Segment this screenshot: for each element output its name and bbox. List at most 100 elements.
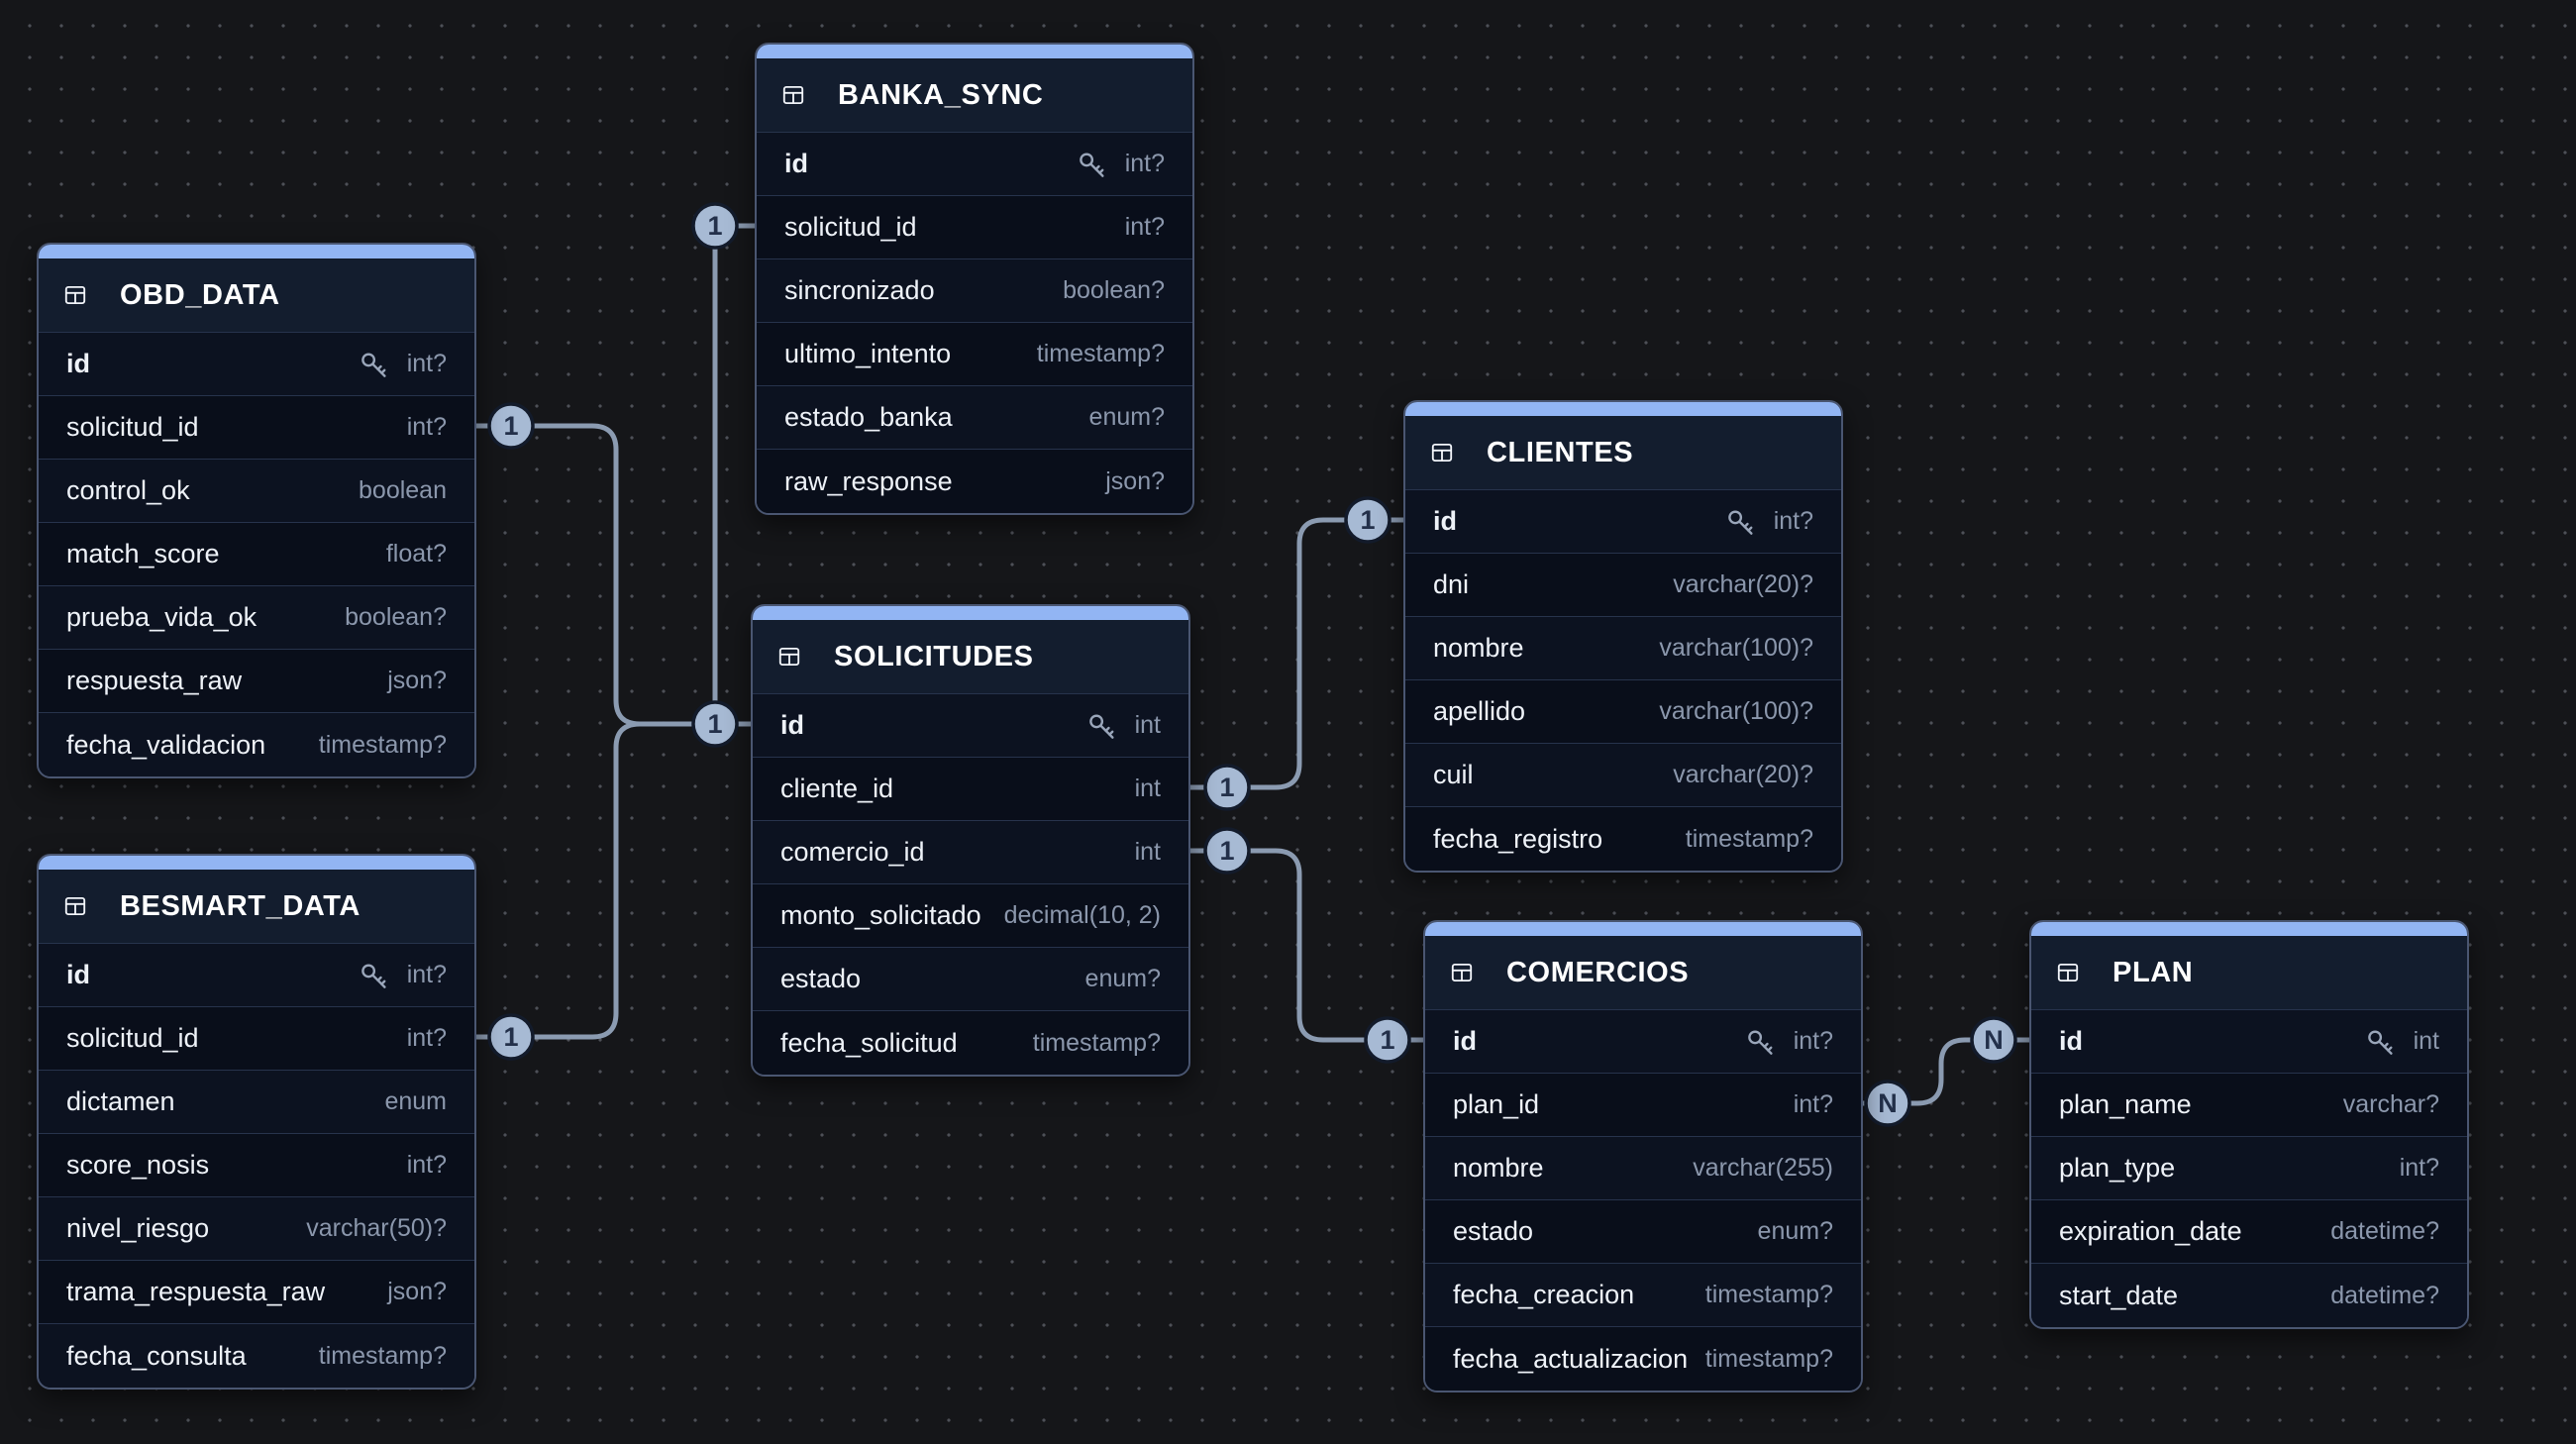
field-name: id — [1453, 1026, 1477, 1056]
table-row[interactable]: fecha_consulta timestamp? — [39, 1324, 474, 1388]
table-plan[interactable]: PLAN id int plan_name varchar? plan_type… — [2029, 920, 2469, 1329]
table-header[interactable]: PLAN — [2031, 936, 2467, 1010]
cardinality-badge[interactable]: 1 — [487, 402, 535, 450]
table-row[interactable]: id int — [2031, 1010, 2467, 1074]
key-icon — [1079, 152, 1104, 177]
table-header[interactable]: BANKA_SYNC — [757, 58, 1192, 133]
table-row[interactable]: trama_respuesta_raw json? — [39, 1261, 474, 1324]
table-row[interactable]: score_nosis int? — [39, 1134, 474, 1197]
table-rows: id int? dni varchar(20)? nombre varchar(… — [1405, 490, 1841, 871]
table-row[interactable]: sincronizado boolean? — [757, 259, 1192, 323]
relationship-solicitudes-clientes[interactable] — [1187, 517, 1406, 790]
table-row[interactable]: solicitud_id int? — [39, 396, 474, 460]
table-row[interactable]: estado_banka enum? — [757, 386, 1192, 450]
relationship-besmart-solicitudes[interactable] — [473, 721, 643, 1040]
table-besmart-data[interactable]: BESMART_DATA id int? solicitud_id int? d… — [37, 854, 476, 1390]
table-header[interactable]: OBD_DATA — [39, 258, 474, 333]
table-row[interactable]: fecha_creacion timestamp? — [1425, 1264, 1861, 1327]
table-row[interactable]: id int? — [1405, 490, 1841, 554]
table-row[interactable]: fecha_actualizacion timestamp? — [1425, 1327, 1861, 1391]
table-row[interactable]: expiration_date datetime? — [2031, 1200, 2467, 1264]
relationship-obd-solicitudes[interactable] — [473, 423, 754, 727]
field-type: boolean? — [345, 603, 447, 631]
table-banka-sync[interactable]: BANKA_SYNC id int? solicitud_id int? sin… — [755, 43, 1194, 515]
table-row[interactable]: solicitud_id int? — [757, 196, 1192, 259]
field-type-group: json? — [1105, 467, 1165, 496]
table-row[interactable]: comercio_id int — [753, 821, 1188, 884]
table-accent-bar — [39, 245, 474, 258]
table-accent-bar — [1425, 922, 1861, 936]
table-row[interactable]: id int? — [39, 944, 474, 1007]
table-row[interactable]: fecha_solicitud timestamp? — [753, 1011, 1188, 1075]
field-type: int? — [406, 1024, 447, 1052]
table-row[interactable]: nombre varchar(255) — [1425, 1137, 1861, 1200]
table-header[interactable]: BESMART_DATA — [39, 870, 474, 944]
table-comercios[interactable]: COMERCIOS id int? plan_id int? nombre va… — [1423, 920, 1863, 1392]
table-row[interactable]: estado enum? — [753, 948, 1188, 1011]
table-row[interactable]: ultimo_intento timestamp? — [757, 323, 1192, 386]
table-row[interactable]: cuil varchar(20)? — [1405, 744, 1841, 807]
table-solicitudes[interactable]: SOLICITUDES id int cliente_id int comerc… — [751, 604, 1190, 1077]
field-type-group: int — [1135, 774, 1161, 803]
table-row[interactable]: raw_response json? — [757, 450, 1192, 513]
field-type-group: timestamp? — [319, 1342, 447, 1371]
relationship-solicitudes-comercios[interactable] — [1187, 848, 1426, 1043]
cardinality-badge[interactable]: 1 — [1344, 496, 1391, 544]
cardinality-badge[interactable]: 1 — [1203, 827, 1251, 875]
cardinality-badge[interactable]: 1 — [691, 700, 739, 748]
table-row[interactable]: cliente_id int — [753, 758, 1188, 821]
table-row[interactable]: monto_solicitado decimal(10, 2) — [753, 884, 1188, 948]
field-type-group: timestamp? — [1033, 1029, 1161, 1058]
table-row[interactable]: nombre varchar(100)? — [1405, 617, 1841, 680]
field-type: int? — [1124, 213, 1165, 241]
table-row[interactable]: fecha_registro timestamp? — [1405, 807, 1841, 871]
field-type: varchar(100)? — [1659, 634, 1813, 662]
table-row[interactable]: solicitud_id int? — [39, 1007, 474, 1071]
table-row[interactable]: id int? — [39, 333, 474, 396]
table-row[interactable]: estado enum? — [1425, 1200, 1861, 1264]
table-title: SOLICITUDES — [834, 640, 1034, 672]
table-row[interactable]: fecha_validacion timestamp? — [39, 713, 474, 776]
cardinality-badge[interactable]: 1 — [691, 202, 739, 250]
cardinality-badge[interactable]: N — [1970, 1016, 2017, 1064]
cardinality-badge[interactable]: 1 — [1364, 1016, 1411, 1064]
relationship-comercios-plan[interactable] — [1860, 1037, 2032, 1106]
table-row[interactable]: nivel_riesgo varchar(50)? — [39, 1197, 474, 1261]
field-name: score_nosis — [66, 1150, 210, 1180]
cardinality-label: 1 — [1219, 773, 1234, 802]
cardinality-label: 1 — [1360, 505, 1375, 535]
field-type: int? — [406, 413, 447, 441]
table-row[interactable]: id int — [753, 694, 1188, 758]
field-name: solicitud_id — [66, 412, 199, 442]
table-row[interactable]: plan_name varchar? — [2031, 1074, 2467, 1137]
table-row[interactable]: dictamen enum — [39, 1071, 474, 1134]
table-row[interactable]: id int? — [757, 133, 1192, 196]
table-row[interactable]: prueba_vida_ok boolean? — [39, 586, 474, 650]
cardinality-badge[interactable]: N — [1864, 1080, 1911, 1127]
table-row[interactable]: respuesta_raw json? — [39, 650, 474, 713]
table-title: BANKA_SYNC — [838, 78, 1044, 111]
relationship-banka-solicitudes[interactable] — [712, 223, 758, 727]
table-header[interactable]: COMERCIOS — [1425, 936, 1861, 1010]
cardinality-badge[interactable]: 1 — [1203, 764, 1251, 811]
table-row[interactable]: control_ok boolean — [39, 460, 474, 523]
table-row[interactable]: start_date datetime? — [2031, 1264, 2467, 1327]
table-row[interactable]: plan_id int? — [1425, 1074, 1861, 1137]
table-obd-data[interactable]: OBD_DATA id int? solicitud_id int? contr… — [37, 243, 476, 778]
table-header[interactable]: SOLICITUDES — [753, 620, 1188, 694]
cardinality-label: N — [1878, 1088, 1898, 1118]
field-type-group: timestamp? — [1705, 1281, 1833, 1309]
table-clientes[interactable]: CLIENTES id int? dni varchar(20)? nombre… — [1403, 400, 1843, 873]
table-row[interactable]: match_score float? — [39, 523, 474, 586]
table-row[interactable]: apellido varchar(100)? — [1405, 680, 1841, 744]
field-name: fecha_actualizacion — [1453, 1343, 1689, 1374]
table-row[interactable]: dni varchar(20)? — [1405, 554, 1841, 617]
cardinality-badge[interactable]: 1 — [487, 1013, 535, 1061]
table-title: COMERCIOS — [1506, 956, 1690, 988]
field-type-group: int? — [1125, 213, 1165, 242]
field-type: varchar(50)? — [306, 1214, 447, 1242]
table-row[interactable]: plan_type int? — [2031, 1137, 2467, 1200]
table-header[interactable]: CLIENTES — [1405, 416, 1841, 490]
table-row[interactable]: id int? — [1425, 1010, 1861, 1074]
